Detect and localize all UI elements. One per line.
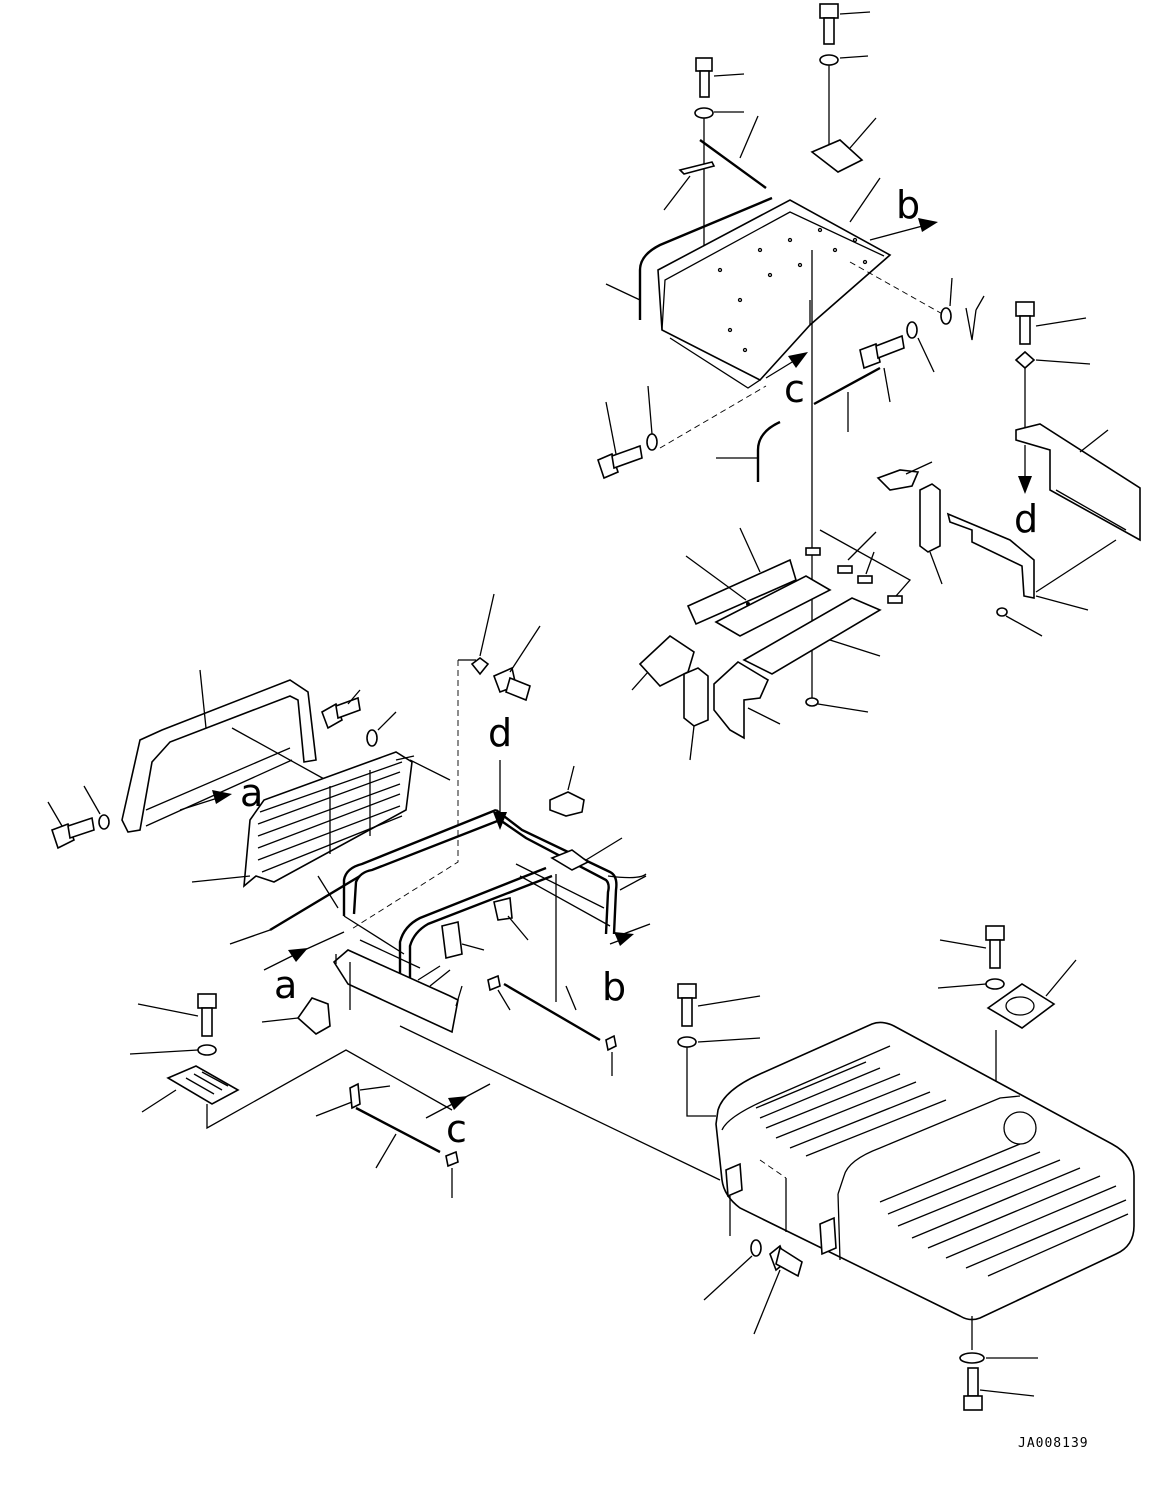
rod-cap-end [605,1034,617,1052]
rod-long [813,366,881,406]
ref-letter-b-bottom: b [602,965,626,1009]
seal-strip-top [699,139,767,189]
bolt-right-bracket [1015,301,1087,345]
seal-pad-left [638,634,695,687]
seal-pad-vertical [683,667,709,727]
bent-plate-small [713,661,770,740]
grill-slats [257,761,403,873]
pin-right-upper [965,295,985,341]
hood-hinge-right [819,1216,837,1256]
frame-bracket-top [549,791,585,817]
washer-grill [366,729,378,747]
frame-clip [493,896,513,921]
pads-group [631,250,912,761]
bolt-lower-left [137,993,217,1037]
side-bracket-plate [1015,423,1141,542]
frame-block [441,921,463,959]
pad-long-3 [742,597,882,675]
hood-vent-holes [755,1061,1129,1277]
ref-letter-a-bottom: a [274,963,297,1007]
ref-letter-b-top: b [896,183,920,227]
bolt-cover-left [597,401,643,480]
l-bracket [946,512,1035,599]
washer-hood-left [677,1036,697,1048]
pad-long-2 [714,575,832,637]
block-small-2 [837,565,853,574]
pad-vertical [919,483,941,553]
washer-hood-front [750,1239,762,1257]
washer-guard-left [98,814,110,830]
gasket-plate [986,983,1056,1029]
frame-tray [332,949,459,1034]
bolt-cover-right [859,334,905,403]
hood-cap-circle [1003,1111,1037,1145]
clip-top [678,161,716,175]
block-small-3 [857,575,873,584]
washer-cover-left [646,433,658,451]
ref-letter-d-top: d [1014,497,1038,541]
bolt-grill [321,689,361,730]
mount-plate [166,1065,240,1105]
lower-left-group [129,993,721,1198]
grommet-small-right [996,607,1008,617]
pad-long-1 [686,558,797,626]
bolt-guard-left [47,801,95,850]
clip-right [876,469,920,491]
frame-connector [550,849,590,871]
bent-strip [756,420,781,482]
washer-right-upper [940,307,952,325]
bolt-frame-top [492,625,541,702]
block-small-1 [805,547,821,556]
ref-letter-c-bottom: c [446,1107,467,1151]
ref-letter-d-bottom: d [488,711,512,755]
frame-rails [342,808,618,980]
washer-frame-top [470,657,490,676]
left-guard-group [47,669,451,888]
washer-right-lower [906,321,918,339]
drawing-code: JA008139 [1018,1436,1089,1451]
edge-seal-left [638,196,773,320]
upper-cover-group [597,3,985,482]
washer-top-left [694,107,714,119]
washer-lower-left [197,1044,217,1056]
washer-right-bracket [1014,350,1036,370]
ref-letter-c-top: c [784,367,805,411]
grommet-pad [805,697,819,707]
rod-frame-left [269,874,361,932]
bolt-top-left [695,57,745,98]
bolt-hood-left [677,983,761,1027]
main-frame-group [229,593,651,1076]
bolt-hood-front [753,1244,803,1335]
bolt-hood-bottom [963,1367,1035,1411]
washer-hood-bottom [959,1352,985,1364]
hood-hinge-left [725,1162,743,1198]
rod-frame-right [503,982,601,1042]
rod-cap-right [487,974,501,992]
block-small-4 [887,595,903,604]
bolt-hood-right [939,925,1005,969]
rod-clip-lower [349,1082,361,1110]
hood-body [715,1021,1135,1321]
washer-top-center [819,54,839,66]
rod-lower-left [355,1106,441,1154]
ref-letter-a-top: a [240,771,263,815]
right-bracket-group [876,301,1141,637]
washer-hood-right [985,978,1005,990]
hood-group [677,925,1135,1411]
wedge-block [296,997,331,1035]
grill-panel [243,751,413,888]
rod-cap-lower [445,1150,459,1168]
bolt-top-center [819,3,871,45]
guard-frame [121,679,317,833]
cover-plate-small [810,139,864,173]
